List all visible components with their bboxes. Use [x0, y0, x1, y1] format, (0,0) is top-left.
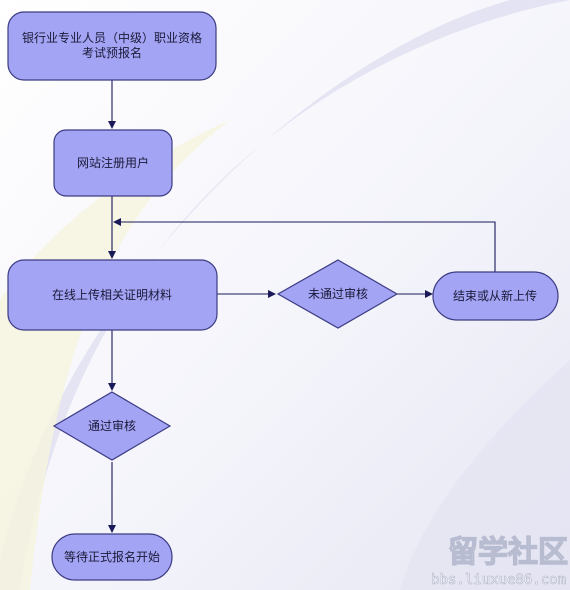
arrow-loop-back-to-upload — [113, 218, 496, 272]
watermark-url: bbs.liuxue86.com — [431, 572, 566, 588]
node-upload: 在线上传相关证明材料 — [7, 259, 218, 331]
node-register-shape — [53, 129, 173, 197]
node-not-passed-shape — [276, 259, 399, 329]
node-not-passed-label: 未通过审核 — [308, 286, 368, 301]
node-prereg-shape — [7, 11, 217, 81]
node-prereg-label-line2: 考试预报名 — [82, 45, 142, 60]
node-register-label: 网站注册用户 — [77, 155, 149, 170]
node-end-or-reupload-label: 结束或从新上传 — [453, 288, 537, 303]
node-prereg: 银行业专业人员（中级）职业资格 考试预报名 — [7, 11, 217, 81]
node-passed-shape — [52, 391, 172, 461]
node-upload-shape — [7, 259, 218, 331]
node-prereg-label-line1: 银行业专业人员（中级）职业资格 — [22, 30, 202, 45]
node-not-passed: 未通过审核 — [276, 259, 399, 329]
watermark: 留学社区 bbs.liuxue86.com — [431, 534, 569, 588]
node-end-or-reupload: 结束或从新上传 — [432, 271, 559, 321]
node-wait: 等待正式报名开始 — [51, 533, 173, 581]
node-upload-label: 在线上传相关证明材料 — [52, 287, 172, 302]
node-wait-label: 等待正式报名开始 — [64, 549, 160, 564]
background-arc-lower — [400, 360, 570, 590]
connectors — [108, 80, 496, 533]
node-register: 网站注册用户 — [53, 129, 173, 197]
watermark-brand: 留学社区 — [448, 535, 568, 570]
node-passed-label: 通过审核 — [88, 418, 136, 433]
background-cream-band — [0, 120, 230, 590]
node-wait-shape — [51, 533, 173, 581]
node-end-or-reupload-shape — [432, 271, 559, 321]
node-passed: 通过审核 — [52, 391, 172, 461]
